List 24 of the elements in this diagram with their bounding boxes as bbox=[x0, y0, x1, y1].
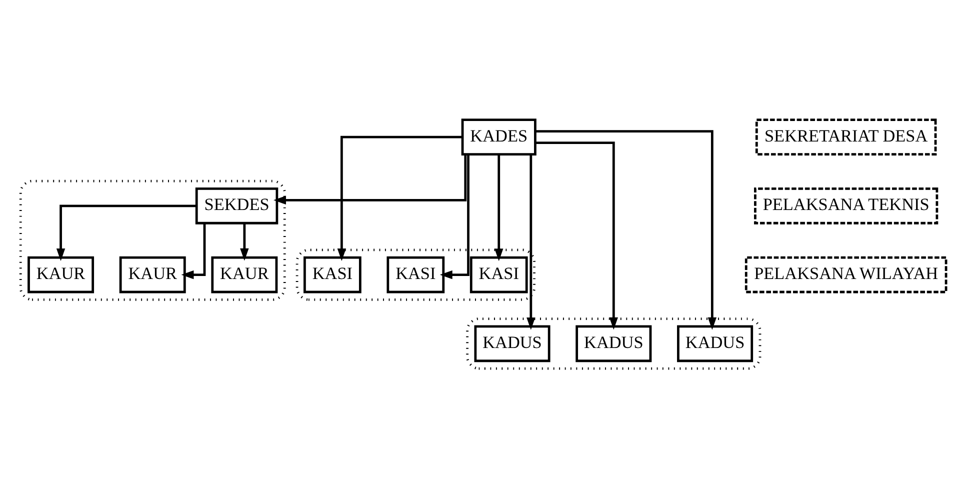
arrow bbox=[337, 135, 462, 260]
node-box: KAUR bbox=[211, 256, 278, 293]
node-box: PELAKSANA WILAYAH bbox=[744, 256, 948, 293]
node-box: KADUS bbox=[576, 324, 652, 362]
node-box: SEKRETARIAT DESA bbox=[755, 118, 937, 155]
arrow bbox=[536, 141, 618, 330]
node-box: KASI bbox=[304, 256, 362, 293]
node-box: KADES bbox=[461, 118, 536, 155]
arrow bbox=[181, 222, 206, 279]
node-box: KAUR bbox=[119, 256, 186, 293]
node-box: KADUS bbox=[474, 324, 550, 362]
node-box: KAUR bbox=[28, 256, 94, 293]
arrow bbox=[535, 130, 717, 330]
arrow bbox=[240, 222, 249, 260]
node-box: KADUS bbox=[677, 324, 754, 362]
node-box: KASI bbox=[470, 256, 528, 293]
node-box: SEKDES bbox=[195, 187, 278, 224]
node-box: PELAKSANA TEKNIS bbox=[754, 187, 938, 224]
node-box: KASI bbox=[386, 256, 445, 293]
arrow bbox=[440, 154, 470, 279]
arrow bbox=[274, 154, 467, 204]
arrow bbox=[494, 154, 504, 261]
arrow bbox=[56, 204, 196, 261]
arrow bbox=[526, 154, 536, 330]
